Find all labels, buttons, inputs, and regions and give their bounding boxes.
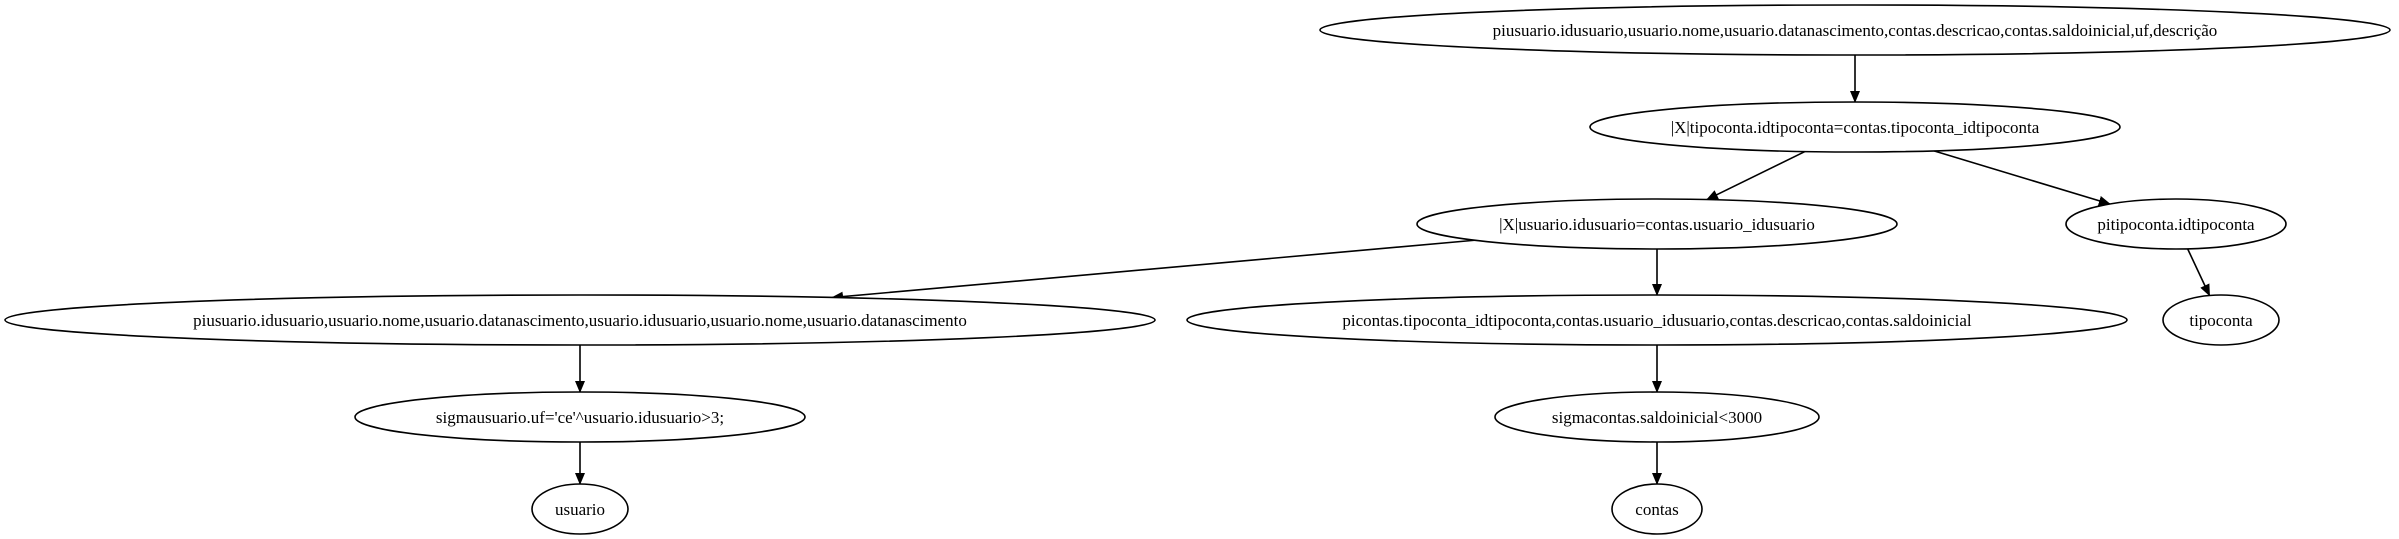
node-ellipse — [2162, 294, 2280, 346]
node-ellipse — [1186, 294, 2128, 346]
node-label: piusuario.idusuario,usuario.nome,usuario… — [1493, 21, 2218, 40]
node-pi-contas: picontas.tipoconta_idtipoconta,contas.us… — [1186, 294, 2128, 346]
edge-pi_tipoconta-to-tipoconta — [2186, 248, 2211, 297]
node-label: piusuario.idusuario,usuario.nome,usuario… — [193, 311, 967, 330]
nodes-layer: piusuario.idusuario,usuario.nome,usuario… — [4, 4, 2391, 535]
node-join-tipo: |X|tipoconta.idtipoconta=contas.tipocont… — [1589, 101, 2121, 153]
node-label: contas — [1635, 500, 1678, 519]
node-pi-tipoconta: pitipoconta.idtipoconta — [2065, 198, 2287, 250]
node-label: |X|usuario.idusuario=contas.usuario_idus… — [1499, 215, 1815, 234]
node-label: |X|tipoconta.idtipoconta=contas.tipocont… — [1671, 118, 2040, 137]
node-ellipse — [2065, 198, 2287, 250]
edge-join_tipo-to-join_usuario — [1706, 150, 1806, 201]
node-ellipse — [1494, 391, 1820, 443]
node-ellipse — [1319, 4, 2391, 56]
node-root: piusuario.idusuario,usuario.nome,usuario… — [1319, 4, 2391, 56]
node-join-usuario: |X|usuario.idusuario=contas.usuario_idus… — [1416, 198, 1898, 250]
node-sigma-contas: sigmacontas.saldoinicial<3000 — [1494, 391, 1820, 443]
node-ellipse — [1589, 101, 2121, 153]
node-sigma-usuario: sigmausuario.uf='ce'^usuario.idusuario>3… — [354, 391, 806, 443]
node-ellipse — [354, 391, 806, 443]
node-contas: contas — [1611, 483, 1703, 535]
node-usuario: usuario — [531, 483, 629, 535]
node-label: pitipoconta.idtipoconta — [2097, 215, 2255, 234]
edge-join_usuario-to-pi_usuario — [831, 239, 1475, 302]
node-label: tipoconta — [2189, 311, 2253, 330]
node-label: usuario — [555, 500, 605, 519]
node-label: sigmacontas.saldoinicial<3000 — [1552, 408, 1762, 427]
edges-layer — [575, 55, 2211, 485]
node-ellipse — [531, 483, 629, 535]
node-label: picontas.tipoconta_idtipoconta,contas.us… — [1342, 311, 1972, 330]
node-label: sigmausuario.uf='ce'^usuario.idusuario>3… — [436, 408, 724, 427]
node-ellipse — [4, 294, 1156, 346]
node-pi-usuario: piusuario.idusuario,usuario.nome,usuario… — [4, 294, 1156, 346]
edge-join_tipo-to-pi_tipoconta — [1933, 150, 2111, 206]
node-ellipse — [1611, 483, 1703, 535]
node-ellipse — [1416, 198, 1898, 250]
node-tipoconta: tipoconta — [2162, 294, 2280, 346]
